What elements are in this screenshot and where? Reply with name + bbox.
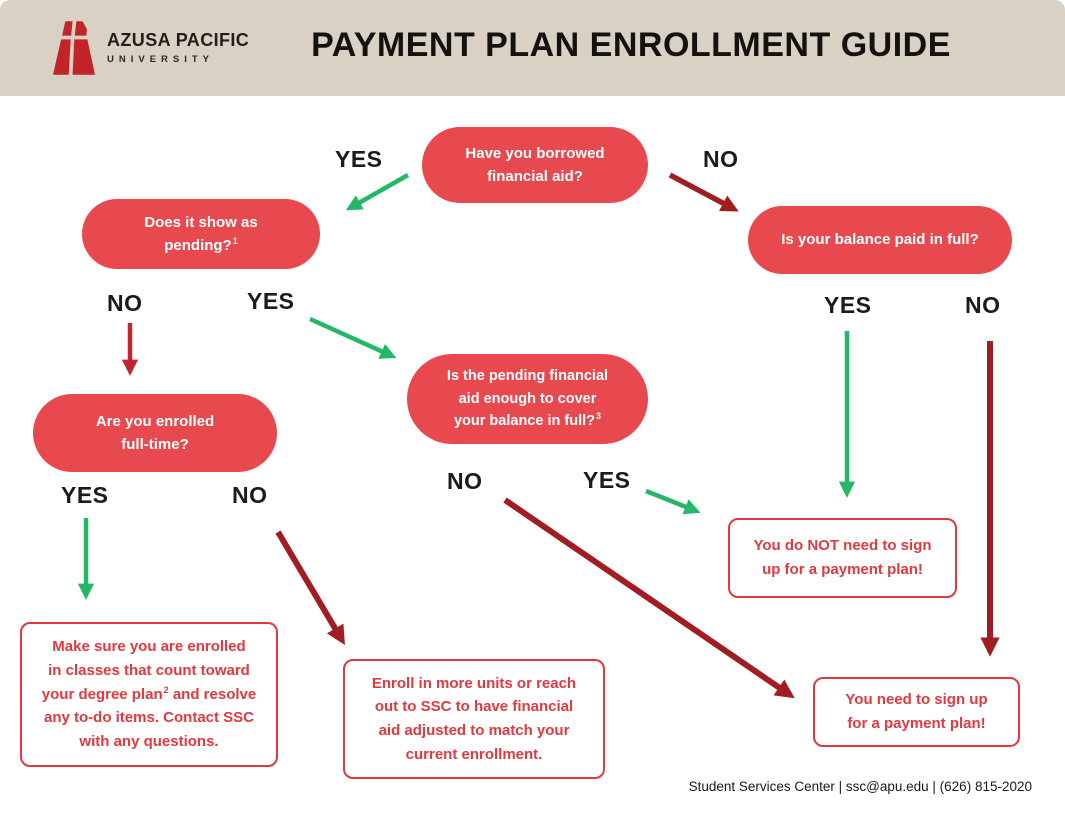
outcome-need-payment-plan: You need to sign up for a payment plan! [813,677,1020,747]
label-no-balance: NO [965,292,1001,318]
outcome-check-enrollment: Make sure you are enrolled in classes th… [20,622,278,767]
label-yes-balance: YES [824,292,872,318]
footer-contact: Student Services Center | ssc@apu.edu | … [688,779,1032,794]
footnote-1: 1 [232,236,238,246]
outcome-enroll-more-units: Enroll in more units or reach out to SSC… [343,659,605,779]
node-question-aid-covers-balance: Is the pending financial aid enough to c… [407,354,648,444]
node-question-fulltime: Are you enrolled full-time? [33,394,277,472]
logo-name: AZUSA PACIFIC [107,30,250,51]
logo-subtitle: UNIVERSITY [107,53,215,65]
apu-logo: AZUSA PACIFIC UNIVERSITY [53,20,249,76]
node-question-pending: Does it show as pending?1 [82,199,320,269]
arrow-borrowed-no [668,172,739,212]
arrow-fulltime-no [275,530,345,645]
outcome-no-payment-plan: You do NOT need to sign up for a payment… [728,518,957,598]
node-question-borrowed-aid: Have you borrowed financial aid? [422,127,648,203]
label-yes-aidcover: YES [583,467,631,493]
apu-logo-text: AZUSA PACIFIC UNIVERSITY [107,30,250,65]
arrow-borrowed-yes [345,173,410,211]
label-yes-borrowed: YES [335,146,383,172]
footnote-2: 2 [163,684,169,695]
label-no-pending: NO [107,290,143,316]
arrow-pending-yes [309,316,397,359]
apu-cross-logo-icon [53,21,95,75]
label-no-fulltime: NO [232,482,268,508]
arrow-aidcover-yes [645,488,701,515]
label-no-borrowed: NO [703,146,739,172]
footnote-3: 3 [595,411,601,422]
node-question-balance-paid: Is your balance paid in full? [748,206,1012,274]
label-yes-pending: YES [247,288,295,314]
page-title: PAYMENT PLAN ENROLLMENT GUIDE [311,26,951,64]
label-yes-fulltime: YES [61,482,109,508]
header: AZUSA PACIFIC UNIVERSITY PAYMENT PLAN EN… [0,0,1065,96]
label-no-aidcover: NO [447,468,483,494]
